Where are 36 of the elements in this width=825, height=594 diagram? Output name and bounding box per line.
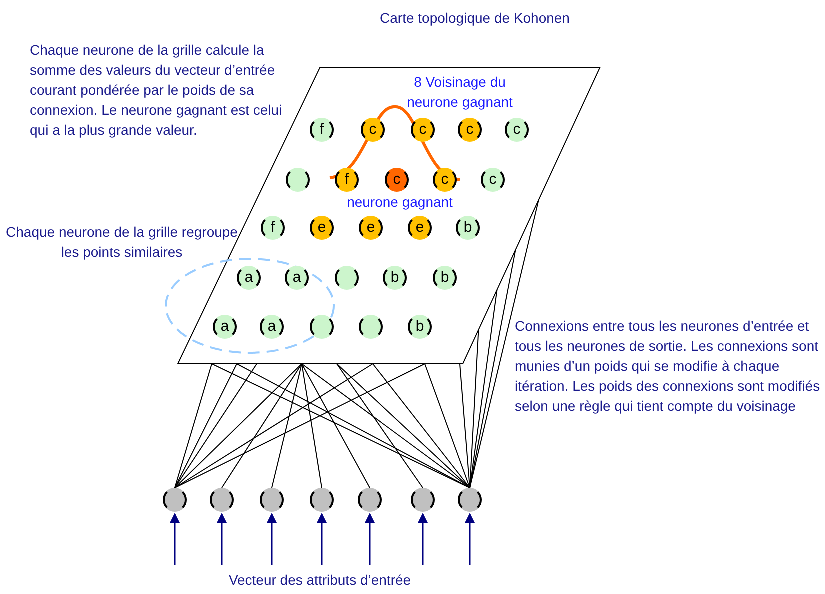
description-text: Chaque neurone de la grille calcule la somme des valeurs du vecteur d’entrée courant pondérée par le poids de sa connexion. Le neurone gagnant est celui qui a la plus grande valeur. <box>30 41 284 140</box>
input-arrow <box>418 513 428 565</box>
connection-line <box>302 364 370 488</box>
description-text: Chaque neurone de la grille regroupe les points similaires <box>5 223 239 262</box>
input-arrow <box>365 513 375 565</box>
input-neuron-circle <box>458 488 482 512</box>
input-arrow <box>217 513 227 565</box>
input-neuron-circle <box>358 488 382 512</box>
input-arrow <box>267 513 277 565</box>
neighborhood-label: 8 Voisinage du neurone gagnant <box>406 73 514 112</box>
caption: Vecteur des attributs d’entrée <box>228 571 412 590</box>
connection-line <box>222 364 302 488</box>
connection-line <box>336 364 470 488</box>
input-neuron-circle <box>163 488 187 512</box>
connection-line <box>174 364 426 488</box>
connection-line <box>174 364 374 488</box>
connection-line <box>174 364 238 488</box>
description-text: Connexions entre tous les neurones d’entrée et tous les neurones de sortie. Les connexions sont munies d’un poids qui se modifie à chaque itération. Les poids des connexions sont modifiés selon une règle qui tient compte du voisinage <box>515 317 822 416</box>
connection-line <box>424 364 470 488</box>
input-neuron-circle <box>210 488 234 512</box>
connection-line <box>272 364 302 488</box>
connection-line <box>174 364 302 488</box>
winner-label: neurone gagnant <box>346 193 454 212</box>
input-neuron-circle <box>310 488 334 512</box>
connection-line <box>174 364 258 488</box>
input-neuron-circle <box>260 488 284 512</box>
input-neuron-circle <box>411 488 435 512</box>
input-arrow <box>465 513 475 565</box>
connection-line <box>336 364 424 488</box>
connection-line <box>302 364 322 488</box>
connection-line <box>470 330 480 488</box>
connection-line <box>372 364 470 488</box>
connection-line <box>174 364 212 488</box>
title: Carte topologique de Kohonen <box>379 9 571 28</box>
input-arrow <box>170 513 180 565</box>
input-arrow <box>317 513 327 565</box>
